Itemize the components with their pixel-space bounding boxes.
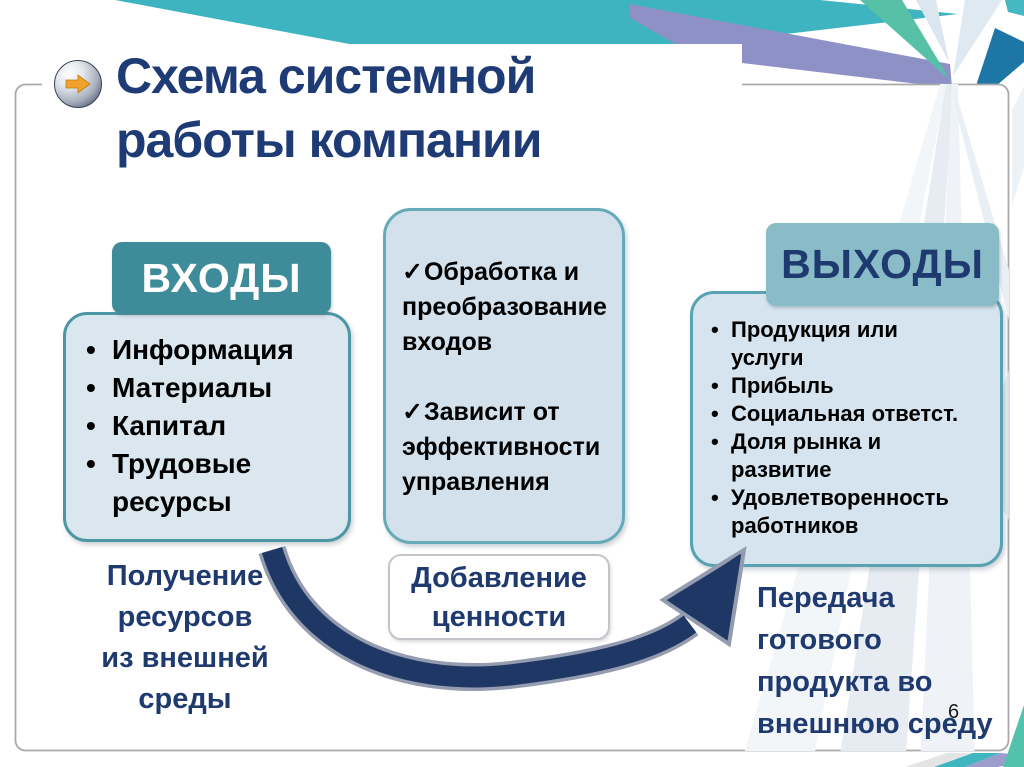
page-number: 6	[948, 701, 960, 723]
outputs-box: • Продукция или услуги • Прибыль • Социа…	[690, 291, 1003, 567]
caption-line: из внешней	[101, 642, 269, 674]
check-icon: ✓	[402, 398, 423, 426]
bullet-icon: •	[711, 317, 719, 342]
caption-line: внешнюю среду	[757, 708, 993, 740]
list-item-text: работников	[731, 513, 859, 538]
caption-line: Получение	[106, 560, 264, 592]
inputs-caption: Получение ресурсов из внешней среды	[70, 556, 300, 720]
caption-line: ресурсов	[117, 601, 253, 633]
list-item-text: Материалы	[112, 372, 273, 403]
process-item-text: управления	[402, 468, 550, 496]
list-item-text: Удовлетворенность	[731, 485, 949, 510]
list-item-text: Доля рынка и	[731, 429, 882, 454]
list-item: • Социальная ответст.	[711, 400, 992, 428]
flow-arrow-body	[261, 546, 697, 688]
flow-arrow-head-fill	[672, 554, 740, 637]
caption-line: готового	[757, 624, 882, 656]
process-item-text: преобразование	[402, 293, 607, 321]
list-item-text: Капитал	[112, 410, 227, 441]
inputs-header-label: ВХОДЫ	[141, 254, 302, 301]
process-item: ✓Обработка и преобразование входов	[402, 255, 608, 360]
process-item-text: эффективности	[402, 433, 601, 461]
corner-stripes-decoration	[905, 86, 1024, 767]
orange-arrow-icon	[65, 74, 91, 94]
top-stripes-decoration	[115, 0, 1024, 110]
inputs-list: • Информация • Материалы • Капитал • Тру…	[66, 315, 348, 521]
list-item-text: Информация	[112, 334, 294, 365]
caption-line: среды	[138, 683, 232, 715]
caption-line: продукта во	[757, 666, 933, 698]
list-item: • Капитал	[86, 407, 342, 445]
caption-line: Добавление	[411, 562, 587, 594]
list-item: • Материалы	[86, 369, 342, 407]
list-item-text: Прибыль	[731, 373, 834, 398]
list-item-text: ресурсы	[112, 486, 232, 517]
list-item-text: услуги	[731, 345, 804, 370]
process-box: ✓Обработка и преобразование входов ✓Зави…	[383, 208, 625, 544]
process-item: ✓Зависит от эффективности управления	[402, 395, 608, 500]
list-item-text: развитие	[731, 457, 832, 482]
bullet-icon: •	[711, 401, 719, 426]
title-block: Схема системной работы компании	[42, 44, 742, 186]
list-item-text: Трудовые	[112, 448, 252, 479]
process-item-text: Обработка и	[423, 258, 580, 286]
bullet-icon: •	[711, 373, 719, 398]
inputs-box: • Информация • Материалы • Капитал • Тру…	[63, 312, 351, 542]
value-added-box: Добавление ценности	[388, 554, 610, 640]
list-item: • Удовлетворенность работников	[711, 484, 992, 540]
process-item-text: входов	[402, 328, 493, 356]
title-line: работы компании	[116, 112, 543, 168]
list-item-text: Социальная ответст.	[731, 401, 959, 426]
bullet-icon: •	[86, 410, 96, 441]
outputs-header: ВЫХОДЫ	[766, 223, 999, 306]
bullet-icon: •	[711, 429, 719, 454]
caption-line: ценности	[431, 601, 567, 633]
outputs-list: • Продукция или услуги • Прибыль • Социа…	[693, 294, 1000, 540]
list-item-text: Продукция или	[731, 317, 898, 342]
list-item: • Продукция или услуги	[711, 316, 992, 372]
arrow-circle-icon	[54, 60, 102, 108]
bullet-icon: •	[711, 485, 719, 510]
check-icon: ✓	[402, 258, 423, 286]
bullet-icon: •	[86, 448, 96, 479]
title-line: Схема системной	[116, 48, 536, 104]
list-item: • Трудовые ресурсы	[86, 445, 342, 521]
outputs-caption: Передача готового продукта во внешнюю ср…	[757, 577, 1012, 745]
outputs-header-label: ВЫХОДЫ	[781, 241, 984, 287]
bullet-icon: •	[86, 372, 96, 403]
inputs-header: ВХОДЫ	[112, 242, 331, 314]
bullet-icon: •	[86, 334, 96, 365]
list-item: • Информация	[86, 331, 342, 369]
page-title: Схема системной работы компании	[116, 44, 736, 172]
list-item: • Прибыль	[711, 372, 992, 400]
process-item-text: Зависит от	[423, 398, 560, 426]
list-item: • Доля рынка и развитие	[711, 428, 992, 484]
caption-line: Передача	[757, 582, 895, 614]
